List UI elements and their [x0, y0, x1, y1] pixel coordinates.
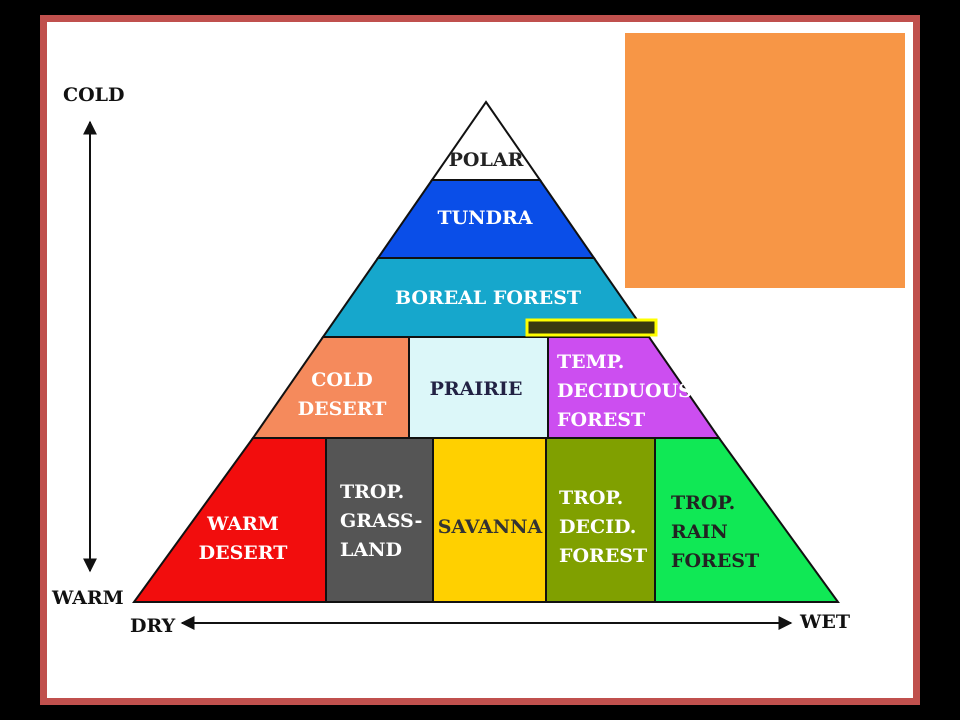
- biome-trop-rain-forest: [654, 437, 840, 603]
- biome-label-line: DESERT: [298, 398, 387, 420]
- label-prairie: PRAIRIE: [430, 378, 523, 400]
- biome-label-line: COLD: [311, 369, 373, 391]
- label-trop-grassland: TROP. GRASS- LAND: [340, 481, 422, 561]
- biome-label-line: POLAR: [449, 149, 524, 171]
- biome-label-line: TUNDRA: [437, 207, 532, 229]
- label-trop-decid-forest: TROP. DECID. FOREST: [559, 487, 647, 567]
- label-tundra: TUNDRA: [437, 207, 532, 229]
- axis-label-dry: DRY: [130, 615, 176, 637]
- label-trop-rain-forest: TROP. RAIN FOREST: [671, 492, 759, 572]
- axis-label-warm: WARM: [51, 587, 124, 609]
- axis-label-cold: COLD: [63, 84, 125, 106]
- biome-label-line: TROP.: [671, 492, 735, 514]
- label-warm-desert: WARM DESERT: [199, 513, 288, 564]
- biome-label-line: RAIN: [671, 521, 728, 543]
- biome-label-line: GRASS-: [340, 510, 422, 532]
- biome-label-line: WARM: [206, 513, 279, 535]
- biome-label-line: DECIDUOUS: [557, 380, 692, 402]
- biome-label-line: DECID.: [559, 516, 636, 538]
- biome-label-line: TROP.: [559, 487, 623, 509]
- biome-label-line: DESERT: [199, 542, 288, 564]
- biome-label-line: FOREST: [671, 550, 759, 572]
- label-cold-desert: COLD DESERT: [298, 369, 387, 420]
- label-savanna: SAVANNA: [438, 516, 543, 538]
- biome-label-line: SAVANNA: [438, 516, 543, 538]
- label-boreal-forest: BOREAL FOREST: [395, 287, 581, 309]
- axis-label-wet: WET: [799, 611, 850, 633]
- label-temp-deciduous-forest: TEMP. DECIDUOUS FOREST: [557, 351, 692, 431]
- biome-label-line: TROP.: [340, 481, 404, 503]
- label-polar: POLAR: [449, 149, 524, 171]
- highlight-marker: [525, 318, 658, 337]
- biome-label-line: FOREST: [559, 545, 647, 567]
- overlay-box: [625, 33, 905, 288]
- biome-label-line: TEMP.: [557, 351, 624, 373]
- biome-label-line: LAND: [340, 539, 402, 561]
- biome-label-line: PRAIRIE: [430, 378, 523, 400]
- biome-label-line: FOREST: [557, 409, 645, 431]
- biome-label-line: BOREAL FOREST: [395, 287, 581, 309]
